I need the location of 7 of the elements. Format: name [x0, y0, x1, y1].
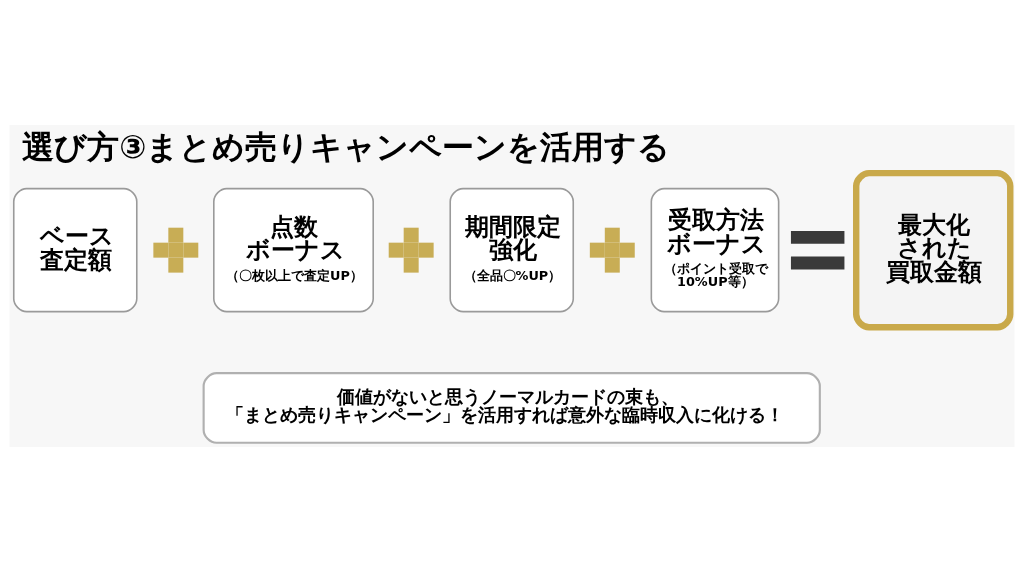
node-box: 最大化された買取金額	[853, 169, 1014, 331]
diagram-title: 選び方③まとめ売りキャンペーンを活用する	[22, 128, 671, 167]
node-box: ベース査定額	[12, 187, 138, 313]
node-box: 点数ボーナス （〇枚以上で査定UP）	[213, 187, 374, 313]
node-box: 期間限定強化 （全品〇%UP）	[449, 187, 575, 313]
node-box: 価値がないと思うノーマルカードの束も、「まとめ売りキャンペーン」を活用すれば意外な臨時収入に化ける！	[202, 372, 821, 444]
node-box: 受取方法ボーナス （ポイント受取で10%UP等）	[650, 187, 780, 313]
